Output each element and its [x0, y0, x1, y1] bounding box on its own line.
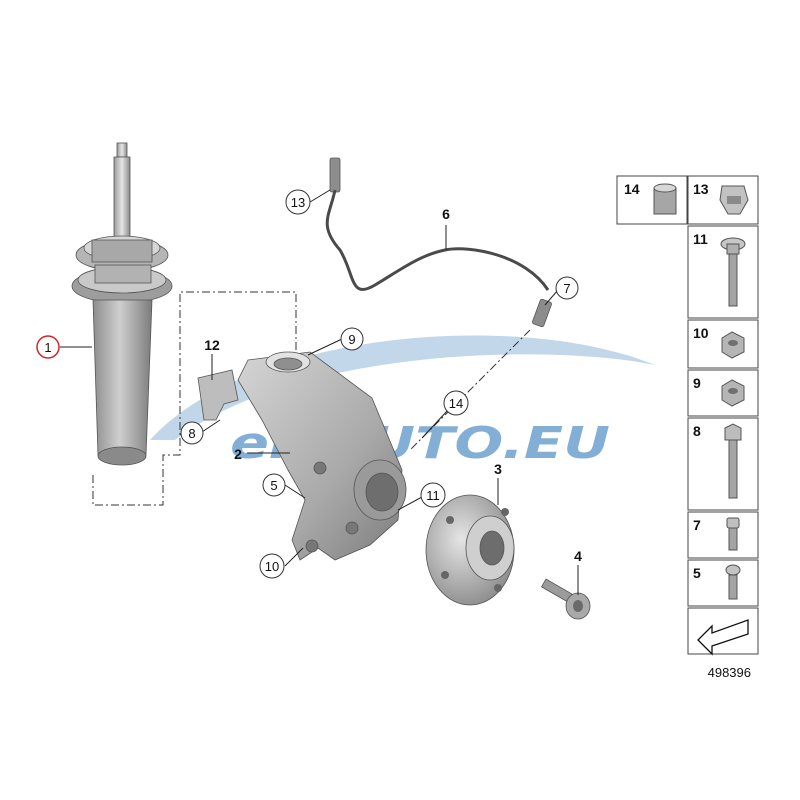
- svg-text:11: 11: [693, 231, 708, 247]
- svg-text:5: 5: [693, 565, 701, 581]
- orientation-arrow-cell: [687, 607, 759, 656]
- hex-nut-icon: [721, 331, 745, 359]
- legend-cell-10[interactable]: 10: [687, 319, 759, 369]
- shock-absorber-part: [71, 142, 173, 466]
- svg-text:3: 3: [494, 461, 502, 477]
- svg-text:8: 8: [188, 426, 195, 441]
- callout-11[interactable]: 11: [420, 482, 446, 508]
- svg-text:8: 8: [693, 423, 701, 439]
- svg-text:4: 4: [574, 548, 582, 564]
- svg-text:14: 14: [624, 181, 640, 197]
- callout-ring-highlight: [36, 335, 60, 359]
- long-bolt-icon: [724, 423, 742, 499]
- callout-12[interactable]: 12: [204, 337, 220, 353]
- svg-text:7: 7: [693, 517, 701, 533]
- svg-text:10: 10: [693, 325, 709, 341]
- callout-9[interactable]: 9: [340, 327, 364, 351]
- callout-10[interactable]: 10: [259, 553, 285, 579]
- torx-screw-icon: [725, 564, 741, 600]
- callout-14[interactable]: 14: [443, 390, 469, 416]
- callout-8[interactable]: 8: [180, 421, 204, 445]
- legend-cell-7[interactable]: 7: [687, 511, 759, 559]
- parts-legend: 14 13 11 10: [616, 175, 759, 680]
- legend-cell-11[interactable]: 11: [687, 225, 759, 319]
- sensor-cable-part: [325, 157, 552, 451]
- legend-cell-13[interactable]: 13: [687, 175, 759, 225]
- callout-3[interactable]: 3: [494, 461, 502, 477]
- bushing-icon: [653, 183, 677, 215]
- clip-icon: [719, 185, 749, 215]
- svg-text:13: 13: [693, 181, 709, 197]
- svg-text:12: 12: [204, 337, 220, 353]
- arrow-icon: [697, 619, 749, 656]
- svg-text:7: 7: [563, 281, 570, 296]
- callout-4[interactable]: 4: [574, 548, 582, 564]
- svg-text:6: 6: [442, 206, 450, 222]
- legend-cell-9[interactable]: 9: [687, 369, 759, 417]
- hub-bolt-part: [540, 578, 591, 620]
- svg-text:9: 9: [348, 332, 355, 347]
- callout-1[interactable]: 1: [36, 335, 60, 359]
- callout-13[interactable]: 13: [285, 189, 311, 215]
- svg-text:5: 5: [270, 478, 277, 493]
- legend-cell-14[interactable]: 14: [616, 175, 688, 225]
- steering-knuckle-part: [237, 351, 407, 561]
- hex-nut-icon: [721, 379, 745, 407]
- legend-cell-8[interactable]: 8: [687, 417, 759, 511]
- leader-lines: [60, 189, 579, 595]
- callout-6[interactable]: 6: [442, 206, 450, 222]
- diagram-number: 498396: [708, 665, 751, 680]
- svg-text:14: 14: [449, 396, 463, 411]
- svg-text:11: 11: [426, 488, 440, 503]
- svg-text:10: 10: [265, 559, 279, 574]
- wheel-hub-part: [425, 494, 515, 606]
- legend-cell-5[interactable]: 5: [687, 559, 759, 607]
- svg-text:2: 2: [234, 446, 242, 462]
- socket-screw-icon: [726, 517, 740, 551]
- callout-7[interactable]: 7: [555, 276, 579, 300]
- bracket-part: [197, 369, 239, 421]
- svg-text:1: 1: [44, 340, 51, 355]
- callout-5[interactable]: 5: [262, 473, 286, 497]
- svg-text:13: 13: [291, 195, 305, 210]
- flange-bolt-icon: [720, 237, 746, 307]
- callout-2[interactable]: 2: [234, 446, 242, 462]
- svg-text:9: 9: [693, 375, 701, 391]
